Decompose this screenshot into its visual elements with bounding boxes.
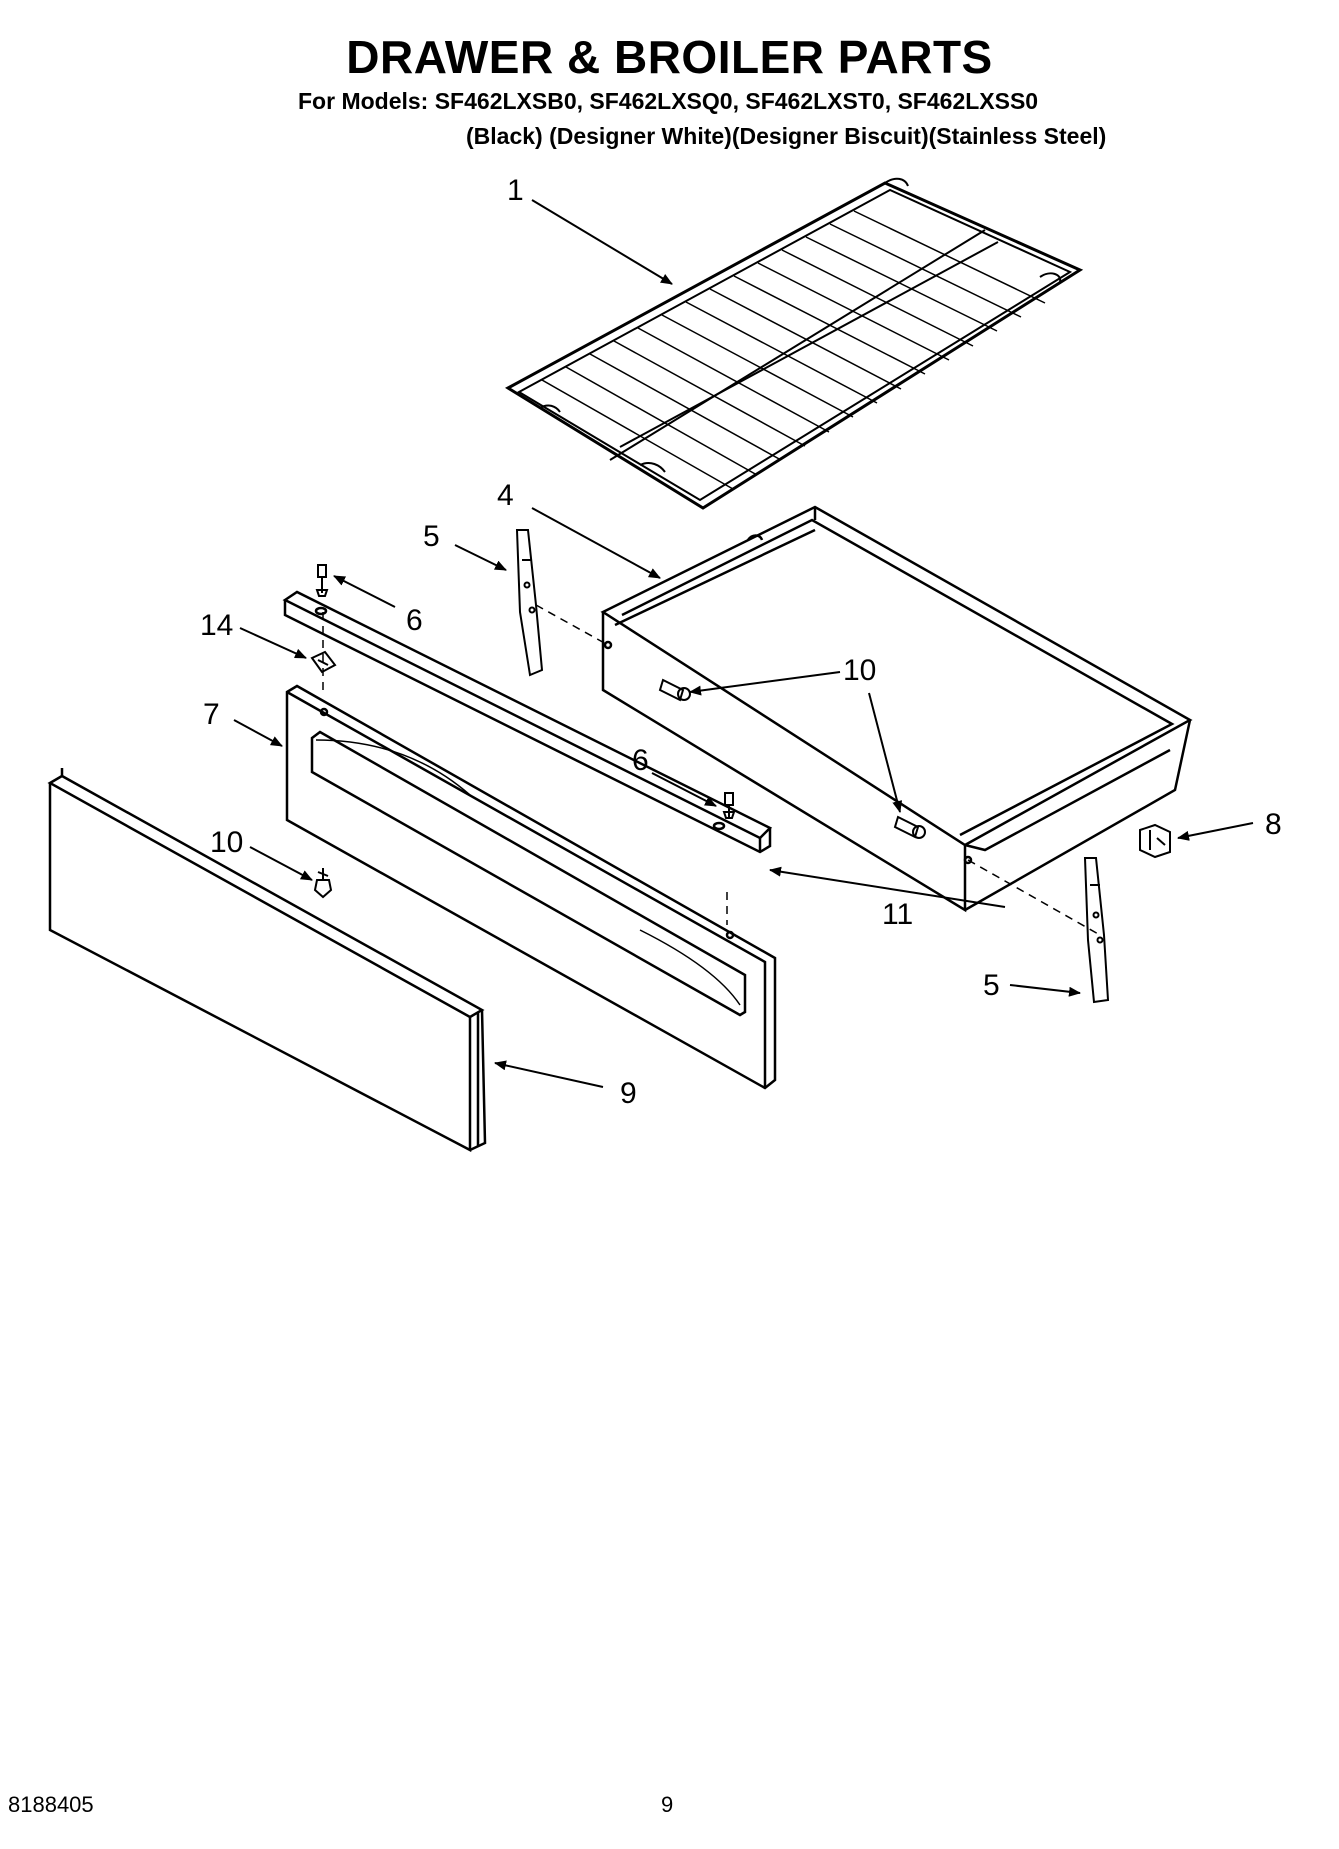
screw-part-10-tray-right	[893, 815, 926, 839]
callout-10-front: 10	[210, 826, 243, 859]
screw-part-6-right	[722, 792, 736, 819]
callout-14: 14	[200, 609, 233, 642]
callout-5-right: 5	[983, 969, 1000, 1002]
callout-6-top: 6	[406, 604, 423, 637]
page-number: 9	[661, 1792, 674, 1817]
callout-11: 11	[882, 898, 913, 931]
models-line: For Models: SF462LXSB0, SF462LXSQ0, SF46…	[298, 88, 1039, 114]
callout-10-tray: 10	[843, 654, 876, 687]
drawer-front-panel-part	[285, 684, 777, 1090]
broiler-grid-part	[505, 177, 1084, 510]
drawer-slide-right-part	[1083, 857, 1110, 1004]
finishes-line: (Black) (Designer White)(Designer Biscui…	[466, 123, 1107, 149]
drawer-tray-part	[600, 505, 1193, 913]
callout-9: 9	[620, 1077, 637, 1110]
callout-5-left: 5	[423, 520, 440, 553]
clip-part-14	[310, 650, 337, 674]
callout-6-bottom: 6	[632, 744, 649, 777]
callout-1: 1	[507, 174, 524, 207]
document-number: 8188405	[8, 1792, 94, 1817]
screw-part-6-left	[315, 564, 329, 597]
callout-7: 7	[203, 698, 220, 731]
callout-8: 8	[1265, 808, 1282, 841]
leader-lines	[233, 199, 1254, 1088]
outer-front-panel-part	[47, 768, 487, 1153]
callout-4: 4	[497, 479, 514, 512]
bracket-part-8	[1139, 823, 1171, 859]
screw-part-10-front	[313, 868, 333, 899]
alignment-lines	[322, 604, 1101, 936]
screw-part-10-tray-left	[658, 678, 691, 702]
page-title: DRAWER & BROILER PARTS	[346, 31, 993, 83]
drawer-slide-left-part	[515, 529, 544, 677]
drawer-trim-bar-part	[282, 590, 773, 854]
